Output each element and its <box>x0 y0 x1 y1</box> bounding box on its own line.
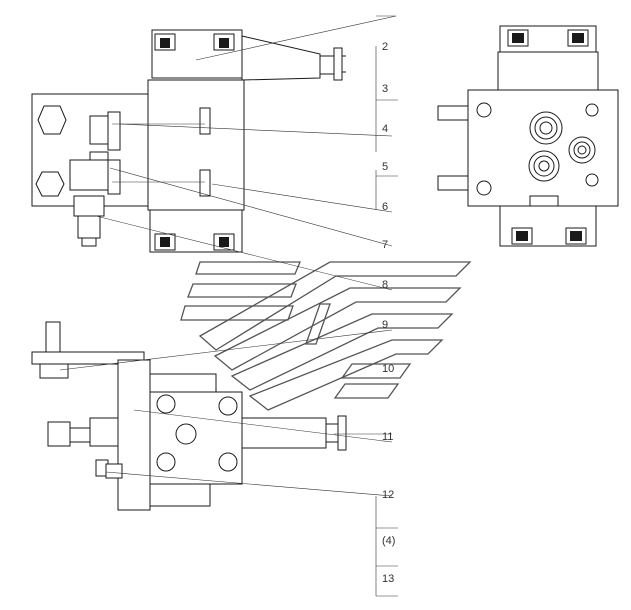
mounting-bracket <box>31 351 145 365</box>
adjuster-housing <box>241 35 321 81</box>
bracket-stud <box>45 321 61 353</box>
hex-nut-lower <box>35 171 65 197</box>
hex-nut-upper <box>37 105 67 135</box>
callout-5: 5 <box>382 161 388 173</box>
callout-3: 3 <box>382 83 388 95</box>
vertical-plate <box>117 359 151 511</box>
watermark-logo <box>180 261 472 411</box>
callout-13: 13 <box>382 573 394 585</box>
callout-labels: 2 3 4 5 6 7 8 9 10 11 12 (4) 13 <box>382 41 395 585</box>
side-bolt-lower <box>437 175 469 191</box>
center-port <box>175 423 197 445</box>
callout-12: 12 <box>382 489 394 501</box>
fitting-elbow <box>69 159 111 191</box>
front-fitting-nut <box>47 421 71 447</box>
valve-assembly-top-view <box>31 29 346 253</box>
callout-9: 9 <box>382 319 388 331</box>
front-fitting <box>89 417 119 447</box>
valve-assembly-front-view <box>31 321 347 511</box>
front-adjuster-knob <box>337 415 347 451</box>
callout-10: 10 <box>382 363 394 375</box>
adjuster-knob <box>333 47 343 81</box>
leader-lines <box>59 15 398 597</box>
callout-4: 4 <box>382 123 388 135</box>
side-bolt-upper <box>437 105 469 121</box>
callout-11: 11 <box>382 431 393 443</box>
lower-plug <box>73 195 105 217</box>
main-valve-body <box>147 79 245 211</box>
callout-6: 6 <box>382 201 388 213</box>
fitting-upper <box>89 115 109 145</box>
front-adjuster-housing <box>241 417 327 449</box>
valve-assembly-side-view <box>437 25 619 247</box>
callout-7: 7 <box>382 239 388 251</box>
callout-8: 8 <box>382 279 388 291</box>
callout-4-repeat: (4) <box>382 535 395 547</box>
callout-2: 2 <box>382 41 388 53</box>
